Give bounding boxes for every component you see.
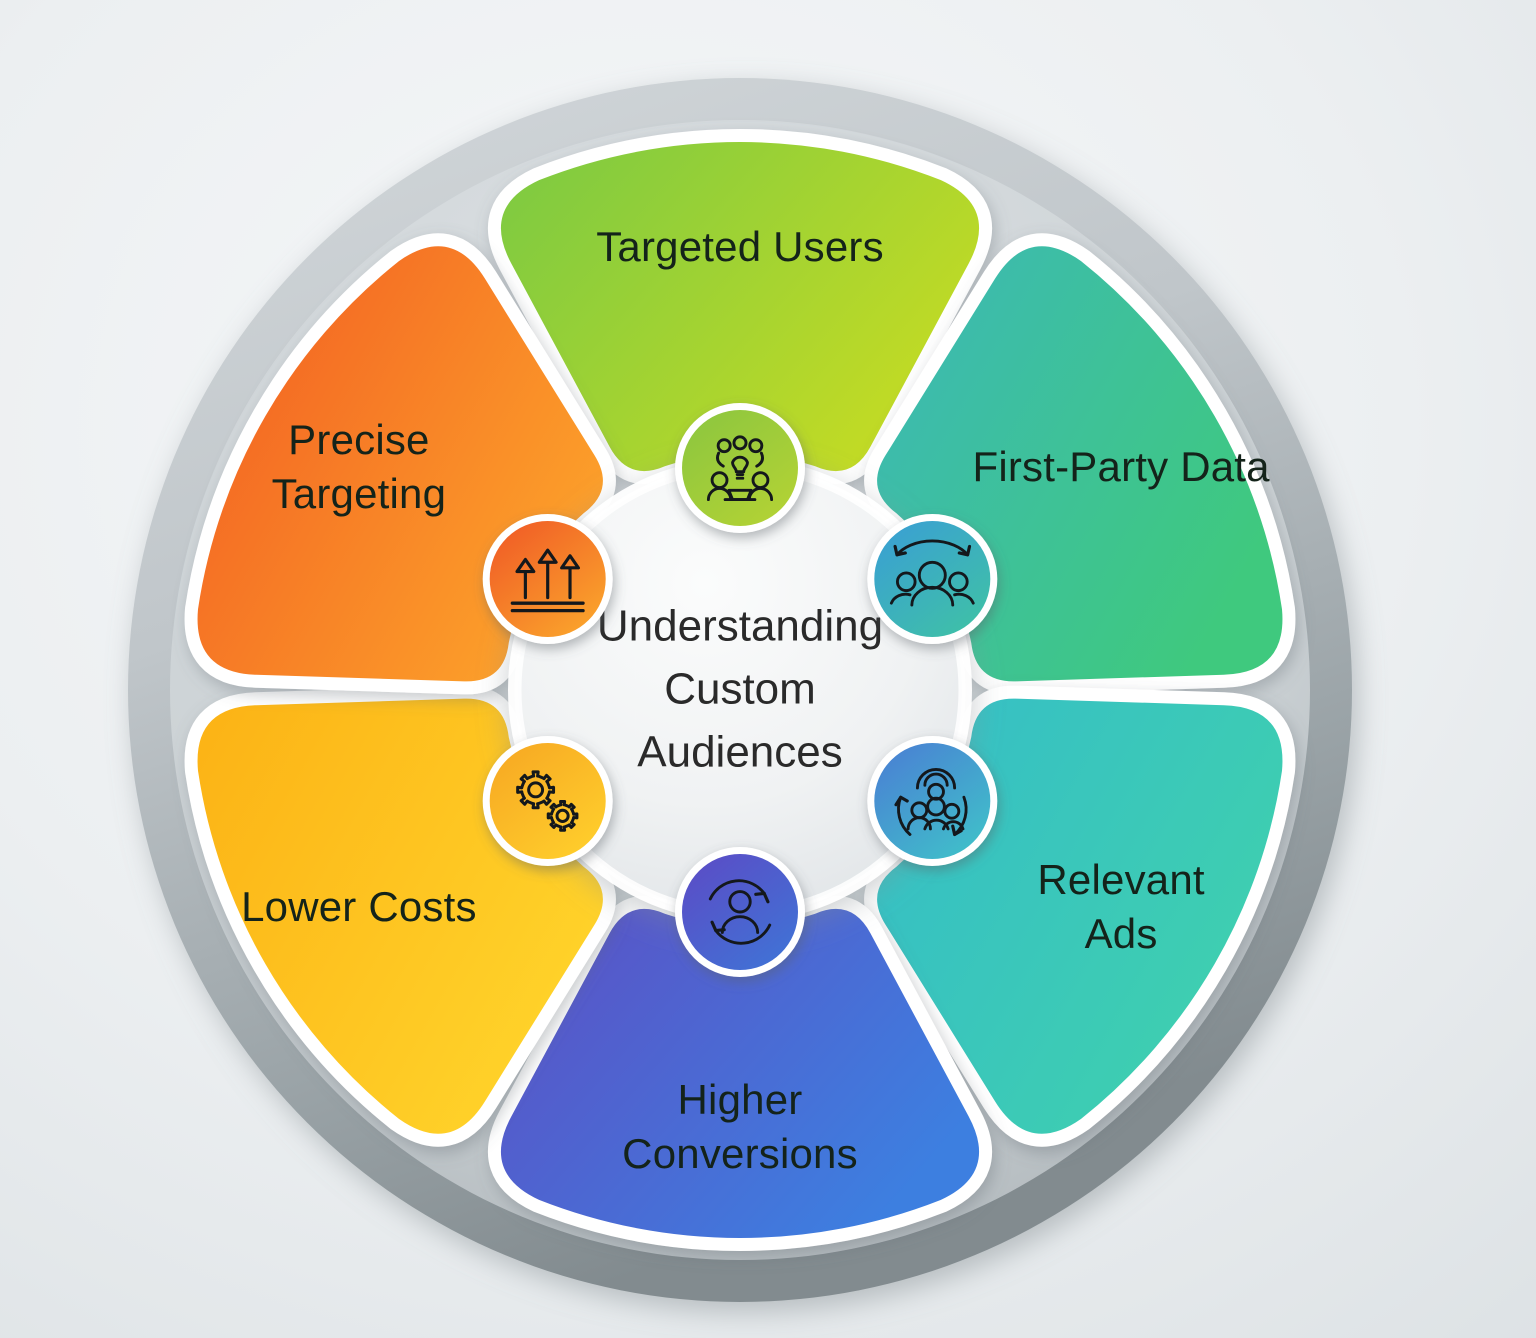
icon-badge-lower-costs[interactable] [482, 736, 613, 866]
growth-arrows-icon [510, 548, 585, 613]
hub-title-line-2: Custom [664, 665, 816, 714]
icon-badge-layer [482, 403, 998, 977]
petal-label-first-party-data: First-Party Data [972, 443, 1270, 490]
group-cycle-icon [889, 539, 975, 607]
hub-title-line-1: Understanding [597, 602, 883, 651]
petal-fill[interactable] [500, 141, 980, 472]
icon-badge-targeted-users[interactable] [675, 403, 805, 533]
icon-badge-disc [874, 521, 991, 637]
icon-badge-higher-conversions[interactable] [675, 847, 805, 977]
petal-label-targeted-users: Targeted Users [596, 223, 884, 270]
icon-badge-precise-targeting[interactable] [482, 514, 613, 644]
icon-badge-disc [682, 410, 798, 526]
petal-label-higher-conversions: Conversions [622, 1130, 858, 1177]
target-audience-icon [894, 768, 968, 837]
petal-higher-conversions[interactable] [487, 895, 993, 1251]
petal-label-relevant-ads: Ads [1085, 910, 1158, 957]
icon-badge-disc [489, 743, 606, 859]
icon-badge-disc [874, 743, 991, 859]
petal-label-precise-targeting: Precise [288, 416, 429, 463]
petal-label-precise-targeting: Targeting [272, 470, 447, 517]
people-idea-icon [706, 435, 774, 502]
petal-label-higher-conversions: Higher [678, 1076, 803, 1123]
petal-fill[interactable] [500, 908, 980, 1239]
center-hub[interactable] [508, 458, 972, 922]
user-conversion-icon [708, 879, 772, 945]
hub-title-line-3: Audiences [637, 728, 842, 777]
petal-label-relevant-ads: Relevant [1037, 856, 1204, 903]
gears-icon [516, 770, 579, 832]
icon-badge-relevant-ads[interactable] [867, 736, 998, 866]
icon-badge-first-party-data[interactable] [867, 514, 998, 644]
petal-targeted-users[interactable] [487, 129, 993, 485]
petal-label-lower-costs: Lower Costs [241, 883, 477, 930]
